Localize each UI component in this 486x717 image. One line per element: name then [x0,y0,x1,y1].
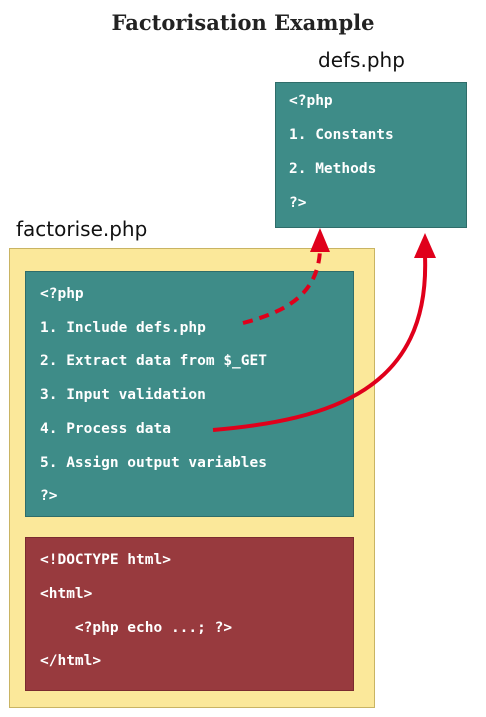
html-line: <!DOCTYPE html> [40,552,171,568]
defs-line: 1. Constants [289,127,394,143]
php-line: 2. Extract data from $_GET [40,353,267,369]
html-line: </html> [40,653,102,669]
php-line: 5. Assign output variables [40,455,267,471]
defs-file-label: defs.php [318,48,405,72]
diagram-title: Factorisation Example [111,10,375,35]
process-arrow [212,255,428,432]
process-arrowhead [414,233,436,258]
html-line: <?php echo ...; ?> [40,620,233,636]
html-line: <html> [40,586,93,602]
include-arrow [242,249,322,325]
include-arrowhead [310,228,330,252]
php-line: 4. Process data [40,421,171,437]
defs-line: ?> [289,195,307,211]
php-line: ?> [40,488,58,504]
defs-code-box: <?php 1. Constants 2. Methods ?> [275,82,467,228]
html-code-box: <!DOCTYPE html> <html> <?php echo ...; ?… [25,537,354,691]
php-line: <?php [40,286,84,302]
factorise-file-label: factorise.php [16,217,148,241]
php-line: 1. Include defs.php [40,320,206,336]
defs-line: 2. Methods [289,161,377,177]
defs-line: <?php [289,93,333,109]
php-code-box: <?php 1. Include defs.php 2. Extract dat… [25,271,354,517]
php-line: 3. Input validation [40,387,206,403]
